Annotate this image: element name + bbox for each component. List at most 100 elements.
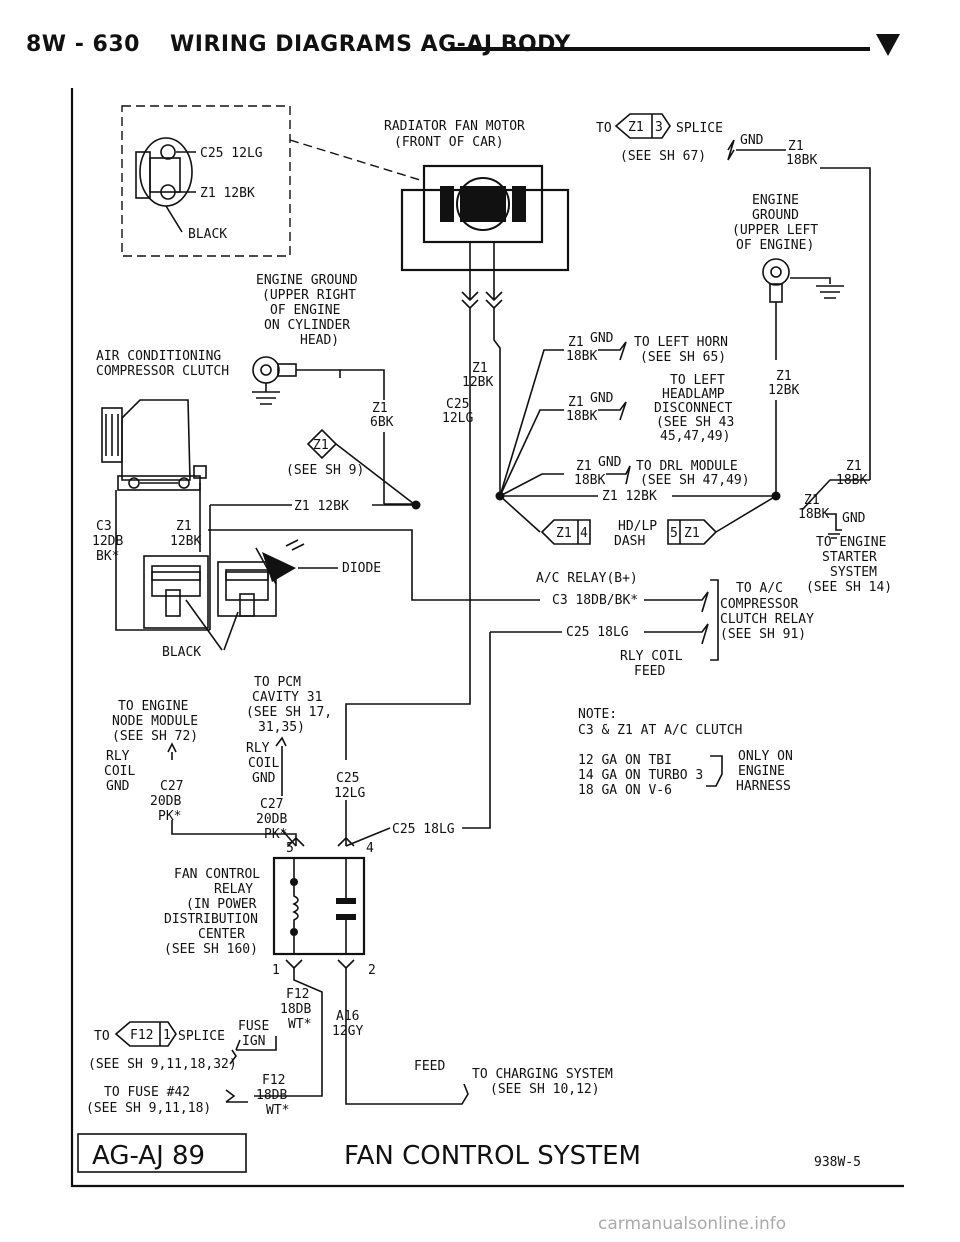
fan-motor-label-2: (FRONT OF CAR) — [394, 135, 504, 150]
headlamp-2: HEADLAMP — [662, 387, 725, 402]
drl-2: (SEE SH 47,49) — [640, 473, 750, 488]
a16-2: 12GY — [332, 1024, 363, 1039]
starter-1: TO ENGINE — [816, 535, 886, 550]
wire-z1-g: Z1 — [804, 493, 820, 508]
down-triangle-icon — [876, 34, 900, 56]
branch-drl-gnd: GND — [598, 455, 622, 470]
diode-connector-icon — [217, 561, 277, 617]
svg-text:5: 5 — [670, 526, 678, 541]
splice-bottom-to: TO — [94, 1029, 110, 1044]
wire-12lg-a: 12LG — [442, 411, 473, 426]
svg-text:3: 3 — [655, 120, 663, 135]
eng-gnd-right-3: OF ENGINE — [270, 303, 340, 318]
wire-c25-a: C25 — [446, 397, 469, 412]
rly-coil-feed-1: RLY COIL — [620, 649, 683, 664]
wire-z1-d: Z1 — [776, 369, 792, 384]
splice-top-to: TO — [596, 121, 612, 136]
splice-badge-z1-5: 5 Z1 — [667, 519, 718, 545]
wire-12bk-b: 12BK — [170, 534, 201, 549]
page-header: 8W - 630 WIRING DIAGRAMS AG-AJ BODY — [18, 28, 948, 68]
legend-z1: Z1 12BK — [200, 186, 255, 201]
note-gauge-1: 12 GA ON TBI — [578, 753, 672, 768]
svg-text:Z1: Z1 — [684, 526, 700, 541]
ac-comp-relay-3: CLUTCH RELAY — [720, 612, 814, 627]
fuse42-1: TO FUSE #42 — [104, 1085, 190, 1100]
splice-f12-1-icon: F12 1 — [114, 1021, 177, 1047]
headlamp-1: TO LEFT — [670, 373, 725, 388]
wire-gnd-g: GND — [842, 511, 866, 526]
splice-bottom-label: SPLICE — [178, 1029, 225, 1044]
wire-12bk-d: 12BK — [768, 383, 799, 398]
fan-relay-4: DISTRIBUTION — [164, 912, 258, 927]
wire-c25-18lg: C25 18LG — [566, 625, 629, 640]
wire-z1-6bk-z: Z1 — [372, 401, 388, 416]
svg-text:F12: F12 — [130, 1028, 153, 1043]
rly-left-2: COIL — [104, 764, 135, 779]
pcm-1: TO PCM — [254, 675, 301, 690]
wire-to-relay — [208, 529, 540, 601]
wire-c3-bk: BK* — [96, 549, 119, 564]
rly-mid-1: RLY — [246, 741, 270, 756]
ac-compressor-clutch-icon — [101, 399, 207, 491]
starter-2: STARTER — [822, 550, 877, 565]
f12-top-1: F12 — [286, 987, 309, 1002]
branch-hl-gauge: 18BK — [566, 409, 597, 424]
legend-color: BLACK — [188, 227, 227, 242]
fan-relay-2: RELAY — [214, 882, 253, 897]
wire-z1-12bk-f: Z1 12BK — [602, 489, 657, 504]
splice-badge-z1: Z1 — [306, 428, 338, 460]
eng-gnd-left-2: GROUND — [752, 208, 799, 223]
headlamp-3: DISCONNECT — [654, 401, 732, 416]
f12-bottom-3: WT* — [266, 1103, 289, 1118]
watermark: carmanualsonline.info — [598, 1214, 787, 1234]
footer-system: FAN CONTROL SYSTEM — [344, 1141, 641, 1171]
branch-drl-z1: Z1 — [576, 459, 592, 474]
f12-bottom-2: 18DB — [256, 1088, 287, 1103]
eng-gnd-right-4: ON CYLINDER — [264, 318, 350, 333]
a16-1: A16 — [336, 1009, 359, 1024]
branch-hl-gnd: GND — [590, 391, 614, 406]
note-gauge-3: 18 GA ON V-6 — [578, 783, 672, 798]
note-brace — [706, 755, 723, 787]
hdlp-1: HD/LP — [618, 519, 657, 534]
fan-relay-6: (SEE SH 160) — [164, 942, 258, 957]
engine-node-1: TO ENGINE — [118, 699, 188, 714]
rly-left-3: GND — [106, 779, 130, 794]
ac-comp-relay-1: TO A/C — [736, 581, 783, 596]
fan-motor-label-1: RADIATOR FAN MOTOR — [384, 119, 525, 134]
splice-top-label: SPLICE — [676, 121, 723, 136]
page-title: WIRING DIAGRAMS AG-AJ BODY — [170, 32, 571, 57]
footer-ref: 938W-5 — [814, 1155, 861, 1170]
f12-bottom-1: F12 — [262, 1073, 285, 1088]
branch-hl-z1: Z1 — [568, 395, 584, 410]
eng-gnd-left-3: (UPPER LEFT — [732, 223, 818, 238]
headlamp-5: 45,47,49) — [660, 429, 730, 444]
ac-clutch-label-1: AIR CONDITIONING — [96, 349, 221, 364]
note-only-3: HARNESS — [736, 779, 791, 794]
eng-gnd-right-2: (UPPER RIGHT — [262, 288, 356, 303]
splice-bottom-see: (SEE SH 9,11,18,32) — [88, 1057, 237, 1072]
left-horn-1: TO LEFT HORN — [634, 335, 728, 350]
footer-code: AG-AJ 89 — [92, 1141, 205, 1171]
legend-c25: C25 12LG — [200, 146, 263, 161]
note-only-2: ENGINE — [738, 764, 785, 779]
starter-3: SYSTEM — [830, 565, 877, 580]
branch-horn-gnd: GND — [590, 331, 614, 346]
legend-pointer — [289, 139, 421, 181]
diagram-frame — [70, 88, 904, 1188]
diode-icon — [255, 539, 305, 585]
c27-left-2: 20DB — [150, 794, 181, 809]
splice-top-gauge: 18BK — [786, 153, 817, 168]
svg-text:4: 4 — [580, 526, 588, 541]
pin-4: 4 — [366, 841, 374, 856]
svg-text:Z1: Z1 — [628, 120, 644, 135]
splice-top-see: (SEE SH 67) — [620, 149, 706, 164]
branch-drl-gauge: 18BK — [574, 473, 605, 488]
ground-eyelet-icon — [252, 356, 341, 405]
starter-4: (SEE SH 14) — [806, 580, 892, 595]
left-horn-2: (SEE SH 65) — [640, 350, 726, 365]
wire-c3-18db: C3 18DB/BK* — [552, 593, 638, 608]
rly-left-1: RLY — [106, 749, 130, 764]
pin-2: 2 — [368, 963, 376, 978]
